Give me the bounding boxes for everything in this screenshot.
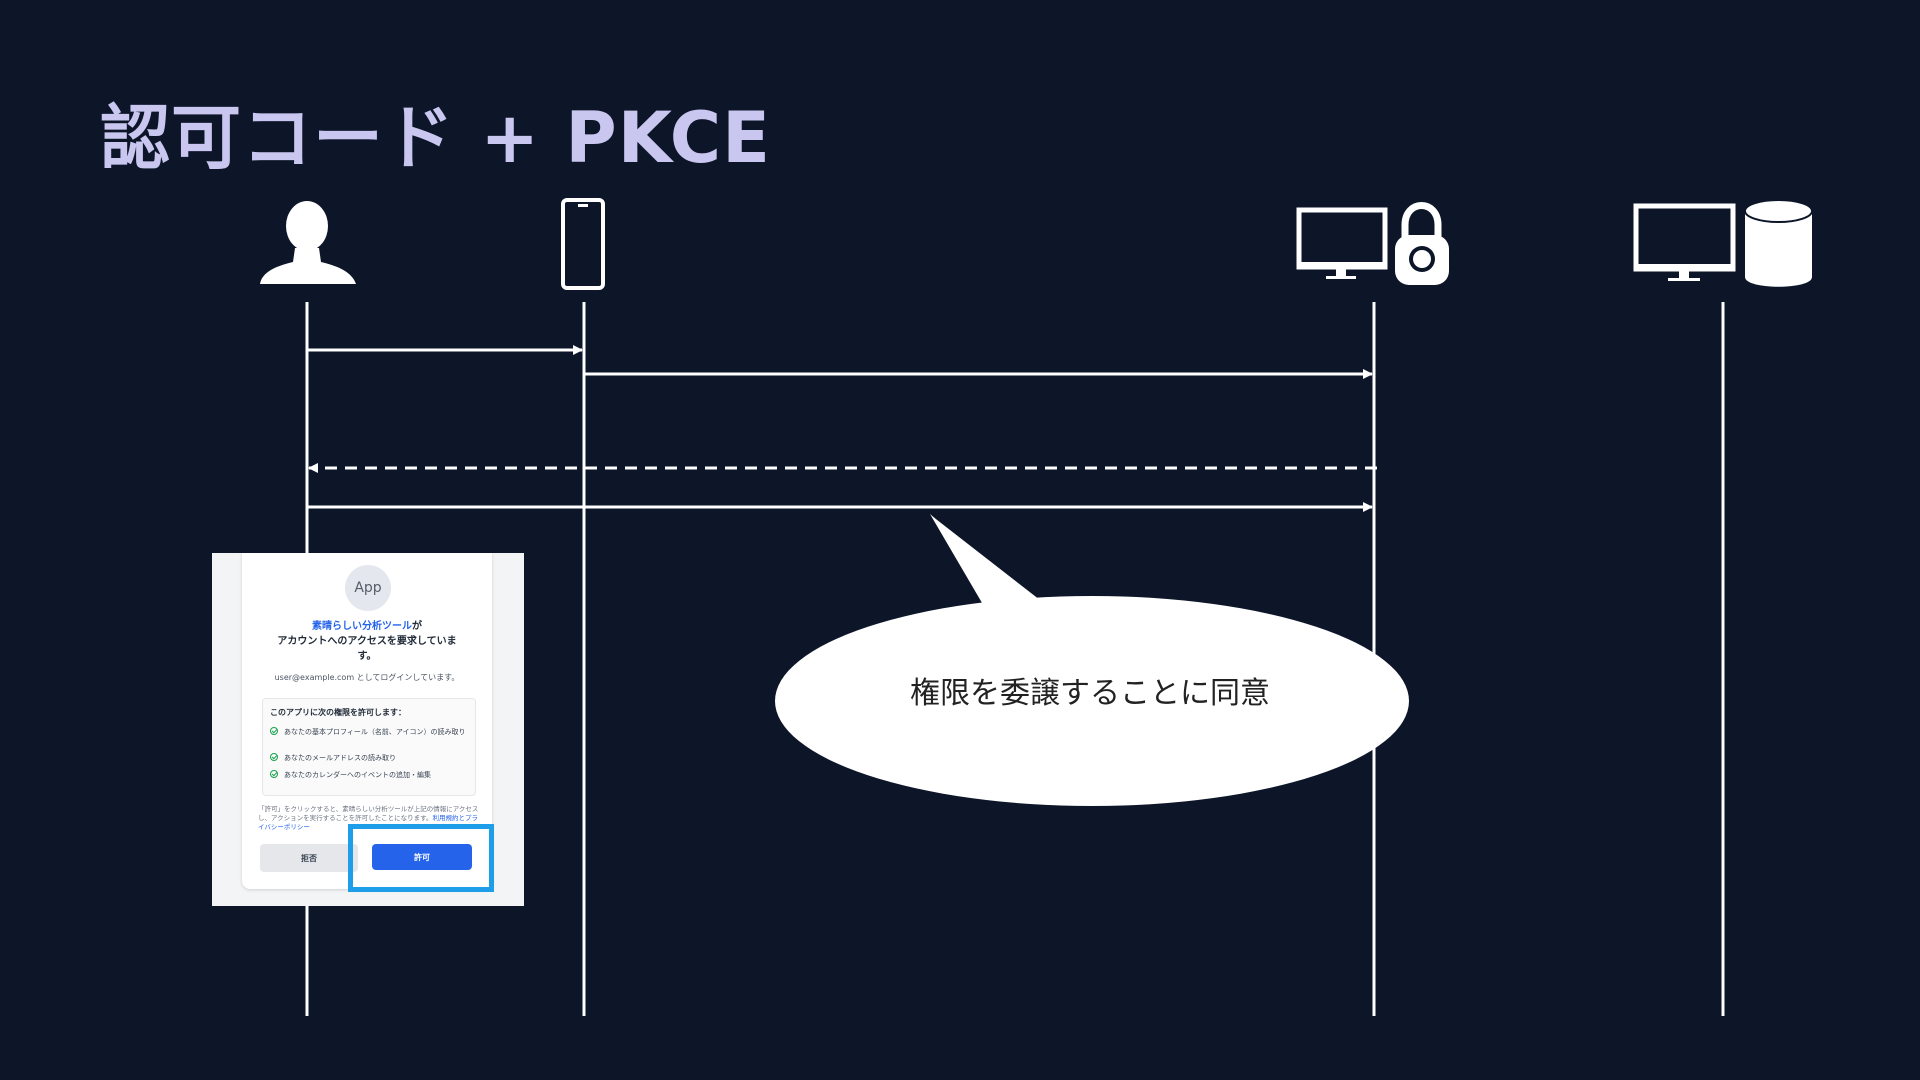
allow-button[interactable]: 許可 — [372, 844, 472, 870]
lock-icon — [1395, 202, 1449, 285]
permission-box: このアプリに次の権限を許可します： あなたの基本プロフィール（名前、アイコン）の… — [262, 698, 476, 796]
callout-text: 権限を委譲することに同意 — [910, 676, 1270, 711]
request-suffix: が — [412, 621, 422, 632]
terms-link[interactable]: 利用規約とプライバシーポリシー — [258, 814, 479, 831]
smartphone-icon — [561, 198, 605, 290]
app-name: 素晴らしい分析ツール — [312, 621, 412, 632]
check-circle-icon — [270, 770, 278, 778]
request-line-2: アカウントへのアクセスを要求していま — [277, 636, 457, 647]
user-icon — [260, 201, 356, 284]
access-request-text: 素晴らしい分析ツールが アカウントへのアクセスを要求していま す。 — [252, 619, 482, 664]
login-status-text: user@example.com としてログインしています。 — [274, 673, 460, 682]
authorization-server-icon — [1296, 202, 1449, 285]
callout-bubble — [775, 514, 1409, 806]
slide-title: 認可コード + PKCE — [100, 97, 771, 179]
deny-button[interactable]: 拒否 — [260, 844, 358, 872]
check-circle-icon — [270, 753, 278, 761]
permission-text: あなたのメールアドレスの読み取り — [284, 754, 396, 762]
messages — [307, 345, 1377, 512]
consent-screenshot: App 素晴らしい分析ツールが アカウントへのアクセスを要求していま す。 us… — [212, 553, 524, 906]
terms-body: 「許可」をクリックすると、素晴らしい分析ツールが上記の情報にアクセスし、アクショ… — [258, 805, 479, 822]
monitor-icon — [1296, 207, 1388, 279]
permission-text: あなたのカレンダーへのイベントの追加・編集 — [284, 771, 431, 779]
consent-card: App 素晴らしい分析ツールが アカウントへのアクセスを要求していま す。 us… — [242, 553, 492, 889]
terms-text: 「許可」をクリックすると、素晴らしい分析ツールが上記の情報にアクセスし、アクショ… — [258, 805, 480, 832]
database-icon — [1744, 199, 1813, 287]
resource-server-icon — [1633, 199, 1813, 287]
app-avatar: App — [345, 565, 391, 611]
permission-heading: このアプリに次の権限を許可します： — [270, 708, 406, 717]
check-circle-icon — [270, 727, 278, 735]
permission-text: あなたの基本プロフィール（名前、アイコン）の読み取り — [284, 728, 466, 736]
monitor-icon — [1633, 203, 1736, 281]
request-line-3: す。 — [357, 651, 377, 662]
